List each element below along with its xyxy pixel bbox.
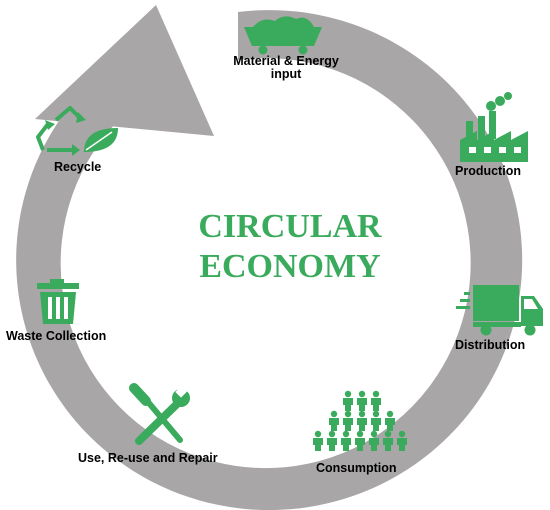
person-figure bbox=[313, 430, 323, 451]
person-figure bbox=[371, 410, 381, 431]
person-figure bbox=[343, 390, 353, 411]
label-material-energy-input: Material & Energy input bbox=[226, 55, 346, 81]
person-figure bbox=[397, 430, 407, 451]
label-material-energy-input-line2: input bbox=[270, 67, 302, 81]
person-figure bbox=[343, 410, 353, 431]
person-figure bbox=[385, 410, 395, 431]
truck-window bbox=[524, 299, 538, 309]
person-figure bbox=[369, 430, 379, 451]
person-figure bbox=[329, 410, 339, 431]
person-figure bbox=[341, 430, 351, 451]
trash-bin-slots bbox=[48, 297, 68, 319]
recycle-leaf-icon bbox=[36, 106, 118, 156]
label-material-energy-input-line1: Material & Energy bbox=[233, 54, 339, 68]
label-waste-collection: Waste Collection bbox=[6, 329, 107, 343]
person-figure bbox=[327, 430, 337, 451]
factory-icon bbox=[460, 92, 528, 162]
title-circular: CIRCULAR bbox=[198, 208, 382, 245]
person-figure bbox=[357, 410, 367, 431]
person-figure bbox=[355, 430, 365, 451]
mine-cart-icon bbox=[244, 16, 322, 55]
person-figure bbox=[383, 430, 393, 451]
label-consumption: Consumption bbox=[316, 461, 397, 475]
factory-windows bbox=[469, 147, 521, 153]
label-production: Production bbox=[455, 164, 521, 178]
cycle-arrowhead bbox=[35, 5, 214, 136]
label-distribution: Distribution bbox=[455, 338, 526, 352]
title-economy: ECONOMY bbox=[199, 248, 381, 285]
people-crowd-icon bbox=[313, 390, 407, 451]
wrench-screwdriver-icon bbox=[129, 383, 190, 445]
label-use-reuse-repair: Use, Re-use and Repair bbox=[78, 451, 218, 465]
person-figure bbox=[357, 390, 367, 411]
person-figure bbox=[371, 390, 381, 411]
label-recycle: Recycle bbox=[54, 160, 102, 174]
